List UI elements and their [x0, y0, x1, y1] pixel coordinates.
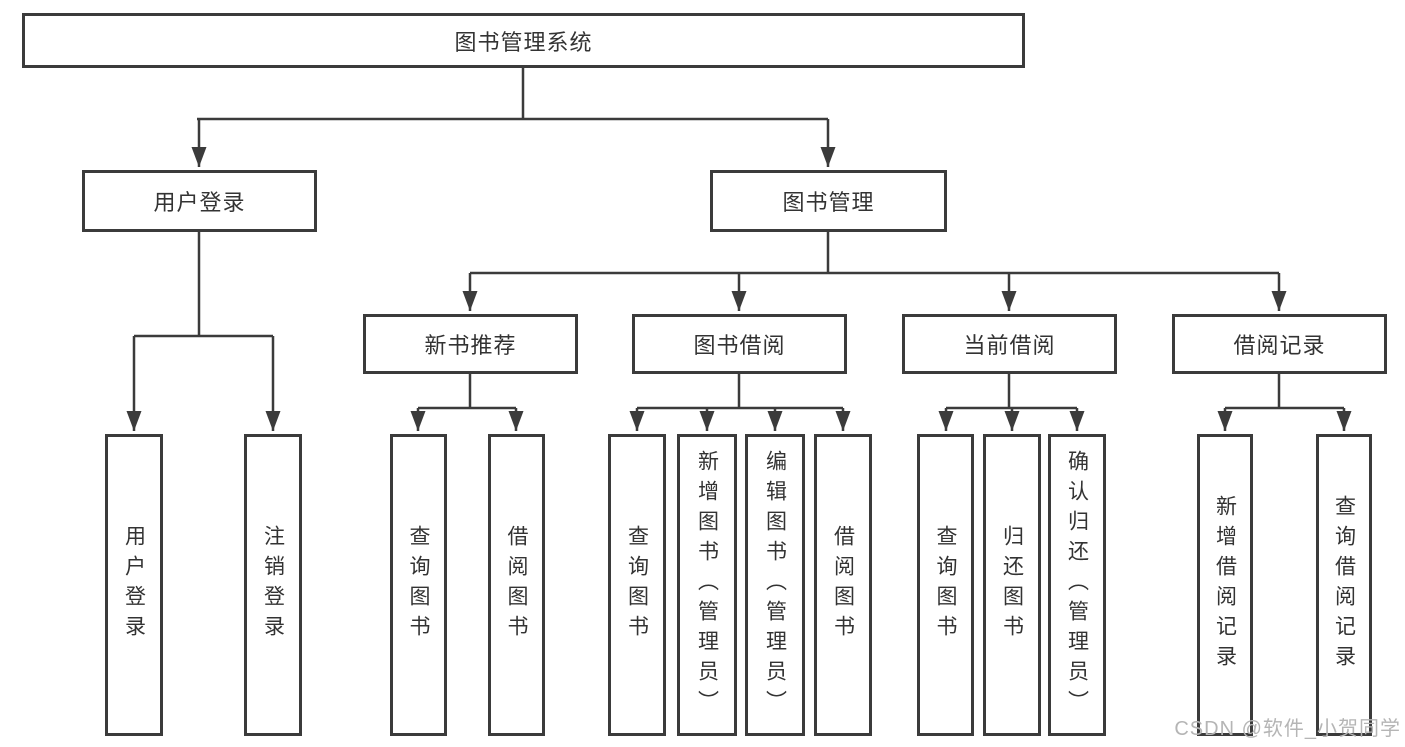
node-label: 注销登录	[261, 525, 285, 645]
leaf-borrow-books: 借阅图书	[814, 434, 872, 736]
leaf-logout: 注销登录	[244, 434, 302, 736]
node-current-borrow: 当前借阅	[902, 314, 1117, 374]
leaf-add-books-admin: 新增图书（管理员）	[677, 434, 737, 736]
leaf-return-books: 归还图书	[983, 434, 1041, 736]
leaf-user-login: 用户登录	[105, 434, 163, 736]
node-label: 查询图书	[934, 525, 957, 645]
leaf-query-borrow-record: 查询借阅记录	[1316, 434, 1372, 736]
leaf-borrow-books-recommend: 借阅图书	[488, 434, 545, 736]
node-label: 用户登录	[122, 525, 146, 645]
leaf-query-books-current: 查询图书	[917, 434, 974, 736]
node-label: 用户登录	[153, 190, 246, 215]
node-label: 查询图书	[407, 525, 430, 645]
node-label: 借阅图书	[831, 525, 855, 645]
node-new-book-recommend: 新书推荐	[363, 314, 578, 374]
leaf-add-borrow-record: 新增借阅记录	[1197, 434, 1253, 736]
node-user-login-branch: 用户登录	[82, 170, 317, 232]
node-label: 查询图书	[625, 525, 649, 645]
node-label: 图书管理	[782, 190, 875, 215]
node-label: 查询借阅记录	[1332, 495, 1356, 675]
csdn-watermark: CSDN @软件_小贺同学	[1174, 718, 1401, 740]
node-label: 新增借阅记录	[1213, 495, 1237, 675]
leaf-edit-books-admin: 编辑图书（管理员）	[745, 434, 805, 736]
node-book-borrow: 图书借阅	[632, 314, 847, 374]
node-label: 当前借阅	[963, 333, 1056, 358]
node-label: 借阅记录	[1233, 333, 1326, 358]
leaf-query-books-recommend: 查询图书	[390, 434, 447, 736]
node-label: 新书推荐	[424, 333, 517, 358]
node-label: 图书管理系统	[454, 29, 593, 55]
node-label: 确认归还（管理员）	[1065, 450, 1089, 720]
node-label: 归还图书	[1000, 525, 1024, 645]
node-book-management: 图书管理	[710, 170, 947, 232]
leaf-query-books-borrow: 查询图书	[608, 434, 666, 736]
node-label: 借阅图书	[505, 525, 528, 645]
node-root-system: 图书管理系统	[22, 13, 1025, 68]
leaf-confirm-return-admin: 确认归还（管理员）	[1048, 434, 1106, 736]
node-label: 图书借阅	[693, 333, 786, 358]
node-label: 新增图书（管理员）	[695, 450, 719, 720]
node-borrow-records: 借阅记录	[1172, 314, 1387, 374]
node-label: 编辑图书（管理员）	[763, 450, 787, 720]
